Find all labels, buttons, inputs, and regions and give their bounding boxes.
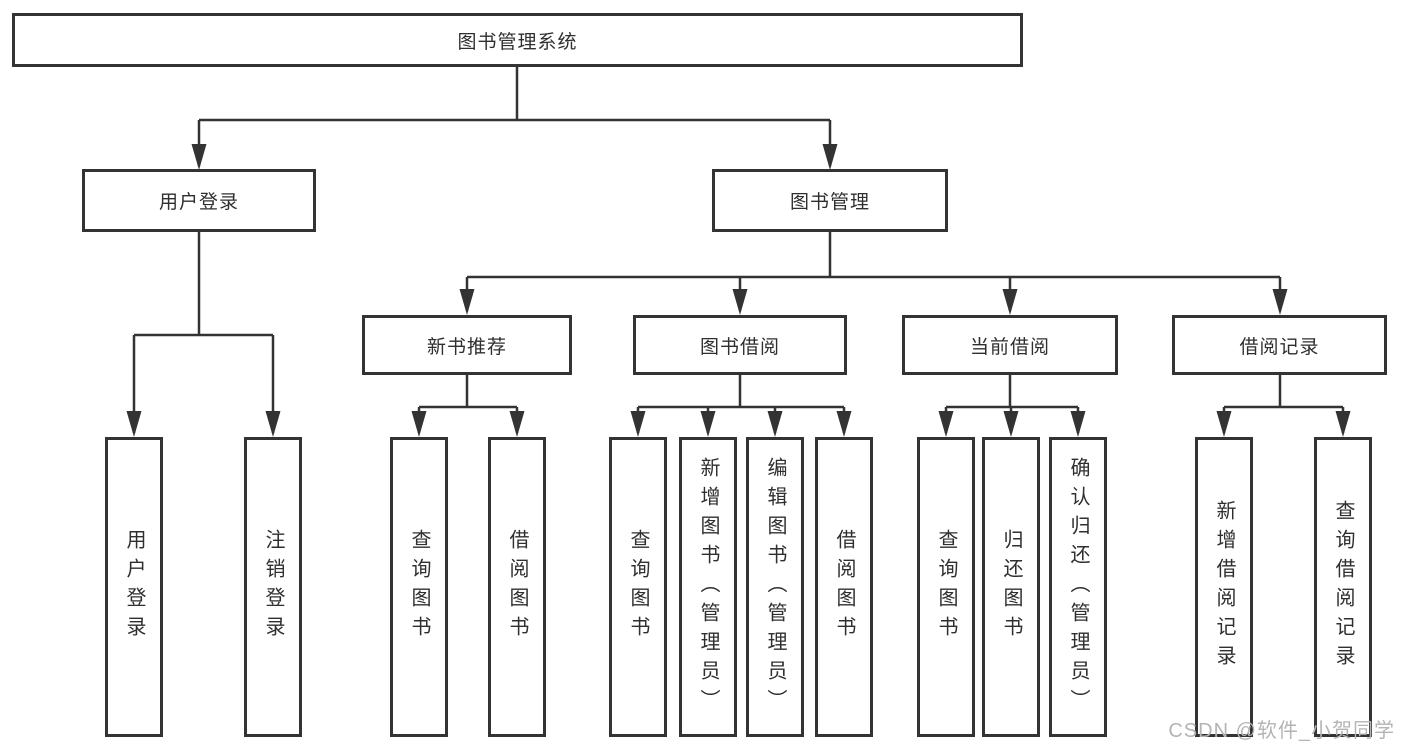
csdn-watermark: CSDN @软件_小贺同学 [1168, 720, 1395, 742]
connector-book-borrow-children [636, 375, 846, 433]
connector-new-book-recommend-children [417, 375, 519, 433]
node-new-book-recommend-label: 新书推荐 [426, 336, 507, 358]
leaf-query-books-current: 查询图书 [917, 437, 975, 737]
connector-borrow-records-children [1222, 375, 1345, 433]
leaf-confirm-return-admin: 确认归还（管理员） [1049, 437, 1107, 737]
arrow-icon [767, 411, 783, 437]
leaf-borrow-books-recommend: 借阅图书 [488, 437, 546, 737]
arrowheads [126, 144, 1351, 437]
leaf-query-books-current-label: 查询图书 [935, 529, 957, 645]
arrow-icon [732, 289, 748, 315]
arrow-icon [1070, 411, 1086, 437]
node-book-management: 图书管理 [712, 169, 948, 232]
leaf-add-borrow-record-label: 新增借阅记录 [1213, 500, 1235, 674]
leaf-query-borrow-record-label: 查询借阅记录 [1332, 500, 1354, 674]
arrow-icon [509, 411, 525, 437]
node-book-borrow: 图书借阅 [633, 315, 847, 375]
leaf-add-books-admin-label: 新增图书（管理员） [697, 456, 719, 718]
leaf-edit-books-admin-label: 编辑图书（管理员） [764, 456, 786, 718]
leaf-user-login: 用户登录 [105, 437, 163, 737]
node-user-login-label: 用户登录 [158, 192, 239, 213]
leaf-edit-books-admin: 编辑图书（管理员） [746, 437, 804, 737]
arrow-icon [630, 411, 646, 437]
node-new-book-recommend: 新书推荐 [362, 315, 572, 375]
arrow-icon [1003, 411, 1019, 437]
node-root-label: 图书管理系统 [457, 31, 578, 53]
arrow-icon [938, 411, 954, 437]
connector-root-to-level2 [197, 67, 832, 166]
connector-user-login-children [132, 232, 275, 433]
node-book-management-label: 图书管理 [789, 192, 870, 213]
leaf-borrow-books-recommend-label: 借阅图书 [506, 529, 528, 645]
connector-book-management-children [465, 232, 1282, 311]
node-user-login: 用户登录 [82, 169, 316, 232]
leaf-confirm-return-admin-label: 确认归还（管理员） [1067, 456, 1089, 718]
arrow-icon [1216, 411, 1232, 437]
node-current-borrow-label: 当前借阅 [969, 336, 1050, 358]
arrow-icon [1272, 289, 1288, 315]
arrow-icon [126, 411, 142, 437]
arrow-icon [1002, 289, 1018, 315]
arrow-icon [1335, 411, 1351, 437]
node-root: 图书管理系统 [12, 13, 1023, 67]
leaf-query-books-recommend-label: 查询图书 [408, 529, 430, 645]
arrow-icon [700, 411, 716, 437]
node-current-borrow: 当前借阅 [902, 315, 1118, 375]
leaf-return-books: 归还图书 [982, 437, 1040, 737]
node-book-borrow-label: 图书借阅 [699, 336, 780, 358]
leaf-query-books-borrow-label: 查询图书 [627, 529, 649, 645]
arrow-icon [265, 411, 281, 437]
leaf-logout-label: 注销登录 [262, 529, 284, 645]
node-borrow-records: 借阅记录 [1172, 315, 1387, 375]
arrow-icon [822, 144, 838, 170]
leaf-query-books-recommend: 查询图书 [390, 437, 448, 737]
leaf-borrow-books: 借阅图书 [815, 437, 873, 737]
leaf-logout: 注销登录 [244, 437, 302, 737]
leaf-borrow-books-label: 借阅图书 [833, 529, 855, 645]
leaf-query-books-borrow: 查询图书 [609, 437, 667, 737]
leaf-user-login-label: 用户登录 [123, 529, 145, 645]
node-borrow-records-label: 借阅记录 [1239, 336, 1320, 358]
leaf-return-books-label: 归还图书 [1000, 529, 1022, 645]
arrow-icon [836, 411, 852, 437]
arrow-icon [459, 289, 475, 315]
arrow-icon [191, 144, 207, 170]
leaf-add-books-admin: 新增图书（管理员） [679, 437, 737, 737]
leaf-add-borrow-record: 新增借阅记录 [1195, 437, 1253, 737]
leaf-query-borrow-record: 查询借阅记录 [1314, 437, 1372, 737]
arrow-icon [411, 411, 427, 437]
